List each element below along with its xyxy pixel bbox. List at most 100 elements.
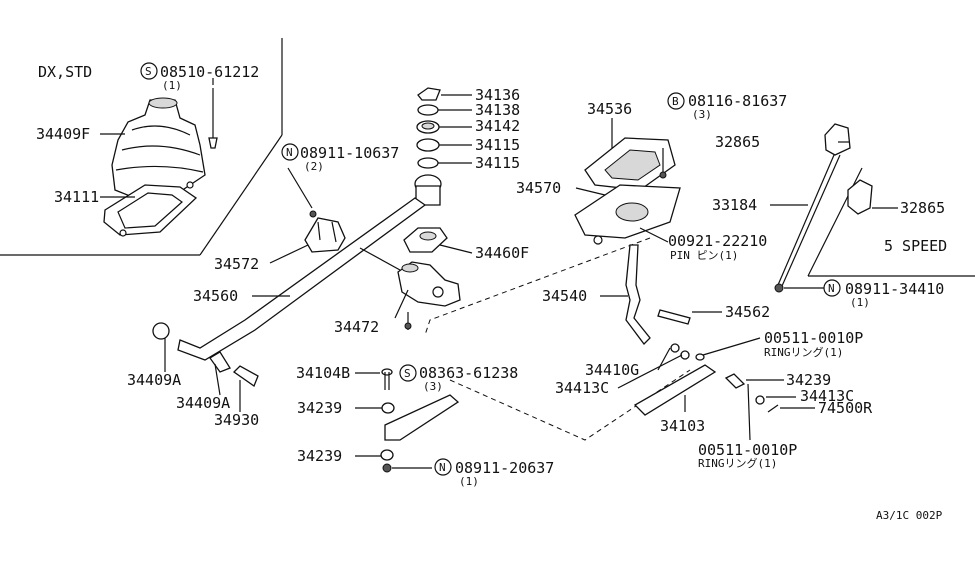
label-ring-2: RINGリング(1) [698,456,777,470]
label-08911-20637-qty: (1) [459,475,479,488]
screw-08510 [208,88,218,149]
label-08363-qty: (3) [423,380,443,393]
label-34410G: 34410G [585,361,639,379]
bolt-08116 [659,148,667,179]
label-00511-1: 00511-0010P [764,329,863,347]
label-08116-qty: (3) [692,108,712,121]
bushing-34409A-2 [209,351,231,373]
label-34472: 34472 [334,318,379,336]
rod-34103 [633,364,717,416]
label-5-speed: 5 SPEED [884,237,947,255]
label-34136: 34136 [475,86,520,104]
washer-34413C-1 [680,350,690,360]
bushing-stack [416,87,441,169]
control-rod-34560 [177,197,427,361]
shift-boot-34409F [111,97,206,201]
label-34562: 34562 [725,303,770,321]
label-34413C-1: 34413C [555,379,609,397]
label-08911-34410: 08911-34410 [845,280,944,298]
label-34409F: 34409F [36,125,90,143]
label-34138: 34138 [475,101,520,119]
label-08510: 08510-61212 [160,63,259,81]
label-34560: 34560 [193,287,238,305]
svg-text:N: N [828,282,835,295]
holder-34572 [304,210,346,253]
label-34413C-2: 34413C [800,387,854,405]
label-00921: 00921-22210 [668,232,767,250]
label-74500R: 74500R [818,399,873,417]
label-34409A-2: 34409A [176,394,230,412]
washer-34413C-2 [755,395,765,405]
leader-lines [100,78,898,469]
label-08116: 08116-81637 [688,92,787,110]
nut-08911-20637 [382,463,392,473]
lever-34540 [625,244,651,345]
lever-rod-33184 [777,154,841,287]
knob-32865-1 [824,123,851,156]
label-34409A-1: 34409A [127,371,181,389]
label-08510-qty: (1) [162,79,182,92]
bushing-34410G [670,343,680,353]
label-34104B: 34104B [296,364,350,382]
lower-rod [384,394,460,441]
marker-s-08510: S [140,62,158,80]
label-34115-2: 34115 [475,154,520,172]
bushing-34409A-1 [152,322,170,340]
dashed-reference-lines [424,237,691,441]
svg-text:B: B [672,95,679,108]
marker-s-08363: S [399,364,417,382]
pin-34104B [381,368,393,390]
boot-34536 [584,137,676,191]
pin-34562 [657,309,691,325]
label-34572: 34572 [214,255,259,273]
clip-74500R [767,404,779,413]
label-34103: 34103 [660,417,705,435]
label-34460F: 34460F [475,244,529,262]
label-34115-1: 34115 [475,136,520,154]
part-labels: DX,STD 08510-61212 (1) 34409F 34111 0891… [36,63,947,522]
svg-text:S: S [404,367,411,380]
label-08363: 08363-61238 [419,364,518,382]
bushing-34239-3 [724,373,746,389]
label-34142: 34142 [475,117,520,135]
sleeve-34930 [232,365,259,388]
label-32865-1: 32865 [715,133,760,151]
label-32865-2: 32865 [900,199,945,217]
label-00511-2: 00511-0010P [698,441,797,459]
label-34239-3: 34239 [786,371,831,389]
label-08911-20637: 08911-20637 [455,459,554,477]
label-34239-2: 34239 [297,447,342,465]
marker-n-08911-20637: N [434,458,452,476]
nut-08911-34410 [774,283,784,293]
bushing-34239-1 [381,402,395,414]
upper-socket [414,174,442,206]
bushing-34239-2 [380,449,394,461]
svg-text:N: N [286,146,293,159]
label-08911-10637-qty: (2) [304,160,324,173]
label-08911-10637: 08911-10637 [300,144,399,162]
label-dx-std: DX,STD [38,63,92,81]
label-ring-1: RINGリング(1) [764,345,843,359]
label-pin: PIN ピン(1) [670,249,738,262]
svg-text:N: N [439,461,446,474]
marker-n-08911-34410: N [823,279,841,297]
label-34930: 34930 [214,411,259,429]
marker-b-08116: B [667,92,685,110]
svg-text:S: S [145,65,152,78]
label-34536: 34536 [587,100,632,118]
ring-00511-1 [695,353,705,361]
plate-34570 [574,184,681,245]
marker-n-08911-10637: N [281,143,299,161]
housing-34472 [397,261,461,330]
label-34540: 34540 [542,287,587,305]
label-33184: 33184 [712,196,757,214]
label-34111: 34111 [54,188,99,206]
label-34570: 34570 [516,179,561,197]
knob-32865-2 [847,179,873,215]
label-08911-34410-qty: (1) [850,296,870,309]
bracket-34460F [403,227,448,253]
label-34239-1: 34239 [297,399,342,417]
footer-code: A3/1C 002P [876,509,943,522]
